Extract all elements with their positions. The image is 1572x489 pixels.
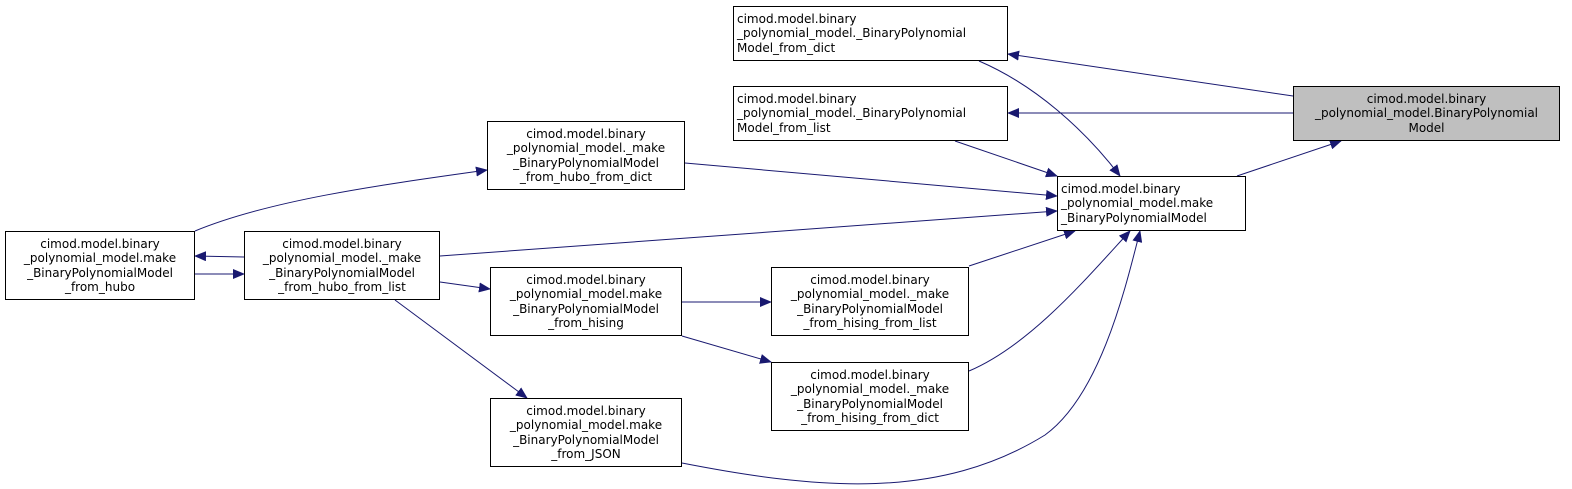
edge-_make_BinaryPolynomialModel_from_hising_from_list-to-make_BinaryPolynomialModel — [968, 229, 1076, 267]
node-label-line: cimod.model.binary — [810, 367, 930, 382]
node-make-binarypolynomialmodel-from-hubo-from-dict[interactable]: cimod.model.binary_polynomial_model._mak… — [487, 121, 685, 190]
node-label-line: _BinaryPolynomialModel — [27, 265, 173, 280]
edge-_BinaryPolynomialModel_from_dict-to-make_BinaryPolynomialModel — [978, 60, 1121, 177]
node-make-binarypolynomialmodel-from-hising[interactable]: cimod.model.binary_polynomial_model.make… — [490, 267, 682, 336]
node-label-line: cimod.model.binary — [40, 236, 160, 251]
node-label-line: _polynomial_model.make — [509, 418, 663, 432]
node-label-line: cimod.model.binary — [1061, 181, 1181, 196]
edge-make_BinaryPolynomialModel_from_hising-to-_make_BinaryPolynomialModel_from_hising_from_dict — [681, 335, 772, 364]
node-label-line: _from_hising — [548, 316, 624, 330]
node-label-line: _BinaryPolynomialModel — [797, 301, 943, 316]
edge-_make_BinaryPolynomialModel_from_hising_from_dict-to-make_BinaryPolynomialModel — [968, 230, 1131, 372]
node-binarypolynomialmodel-from-dict[interactable]: cimod.model.binary_polynomial_model._Bin… — [733, 6, 1008, 61]
node-make-binarypolynomialmodel-from-json[interactable]: cimod.model.binary_polynomial_model.make… — [490, 398, 682, 467]
node-label-line: Model_from_dict — [737, 40, 836, 55]
edge-BinaryPolynomialModel-to-_BinaryPolynomialModel_from_dict — [1007, 50, 1294, 97]
node-label-line: _from_hising_from_list — [803, 316, 937, 330]
node-label-line: _polynomial_model._BinaryPolynomial — [737, 26, 967, 41]
node-label-line: _from_JSON — [551, 447, 621, 461]
node-label-line: _BinaryPolynomialModel — [269, 265, 415, 280]
node-label-line: cimod.model.binary — [1366, 91, 1487, 106]
node-label-line: _BinaryPolynomialModel — [513, 301, 659, 316]
node-label-line: _polynomial_model._make — [506, 141, 666, 155]
node-label-line: _BinaryPolynomialModel — [797, 396, 943, 411]
edge-_make_BinaryPolynomialModel_from_hubo_from_dict-to-make_BinaryPolynomialModel — [684, 162, 1058, 201]
node-label-line: cimod.model.binary — [737, 91, 857, 106]
node-label-line: cimod.model.binary — [282, 236, 402, 251]
node-make-binarypolynomialmodel-from-hubo-from-list[interactable]: cimod.model.binary_polynomial_model._mak… — [244, 231, 440, 300]
edge-_make_BinaryPolynomialModel_from_hubo_from_list-to-make_BinaryPolynomialModel_from_hubo — [194, 251, 245, 262]
node-binarypolynomialmodel-from-list[interactable]: cimod.model.binary_polynomial_model._Bin… — [733, 86, 1008, 141]
node-label-line: Model — [1408, 120, 1445, 135]
edge-layer — [194, 50, 1342, 485]
node-label-line: cimod.model.binary — [526, 403, 646, 418]
node-label-line: cimod.model.binary — [526, 126, 646, 141]
node-label-line: _from_hubo — [64, 280, 136, 294]
node-label-line: _polynomial_model._make — [790, 287, 950, 301]
node-label-line: _BinaryPolynomialModel — [513, 155, 659, 170]
edge-make_BinaryPolynomialModel_from_hubo-to-_make_BinaryPolynomialModel_from_hubo_from_dict — [194, 166, 488, 232]
edge-_make_BinaryPolynomialModel_from_hubo_from_list-to-make_BinaryPolynomialModel_from_hising — [439, 281, 491, 293]
node-label-line: _from_hubo_from_dict — [519, 170, 653, 184]
node-label-line: _BinaryPolynomialModel — [1061, 210, 1207, 225]
node-label-line: Model_from_list — [737, 120, 831, 135]
node-label-line: _BinaryPolynomialModel — [513, 432, 659, 447]
node-label-line: _polynomial_model._make — [790, 382, 950, 396]
node-label-line: _polynomial_model.make — [1061, 196, 1214, 211]
edge-make_BinaryPolynomialModel_from_JSON-to-make_BinaryPolynomialModel — [681, 230, 1143, 485]
node-make-binarypolynomialmodel-from-hising-from-dict[interactable]: cimod.model.binary_polynomial_model._mak… — [771, 362, 969, 431]
node-label-line: cimod.model.binary — [737, 11, 857, 26]
node-make-binarypolynomialmodel-from-hising-from-list[interactable]: cimod.model.binary_polynomial_model._mak… — [771, 267, 969, 336]
edge-_make_BinaryPolynomialModel_from_hubo_from_list-to-make_BinaryPolynomialModel_from_JSON — [394, 299, 528, 399]
node-make-binarypolynomialmodel[interactable]: cimod.model.binary_polynomial_model.make… — [1057, 176, 1246, 231]
node-label-line: _from_hubo_from_list — [278, 280, 406, 294]
node-label-line: cimod.model.binary — [526, 272, 646, 287]
node-label-line: cimod.model.binary — [810, 272, 930, 287]
edge-make_BinaryPolynomialModel-to-BinaryPolynomialModel — [1236, 139, 1342, 177]
edge-_make_BinaryPolynomialModel_from_hubo_from_list-to-make_BinaryPolynomialModel — [439, 206, 1058, 257]
node-label-line: _from_hising_from_dict — [801, 411, 939, 425]
node-make-binarypolynomialmodel-from-hubo[interactable]: cimod.model.binary_polynomial_model.make… — [5, 231, 195, 300]
edge-_BinaryPolynomialModel_from_list-to-make_BinaryPolynomialModel — [954, 140, 1058, 178]
node-label-line: _polynomial_model._BinaryPolynomial — [737, 106, 967, 121]
node-label-line: _polynomial_model.make — [23, 251, 177, 265]
node-label-line: _polynomial_model._make — [262, 251, 422, 265]
node-binarypolynomialmodel[interactable]: cimod.model.binary_polynomial_model.Bina… — [1293, 86, 1560, 141]
node-label-line: _polynomial_model.make — [509, 287, 663, 301]
node-label-line: _polynomial_model.BinaryPolynomial — [1314, 106, 1539, 121]
